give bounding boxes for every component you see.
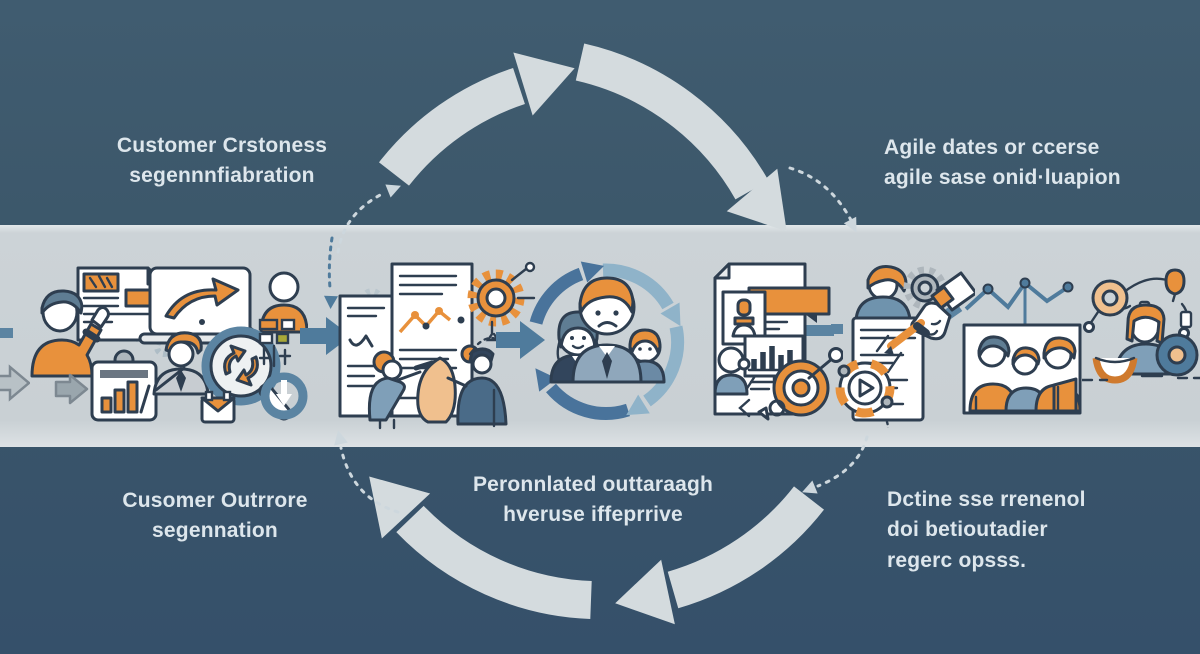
- idea-sack-icon: [416, 356, 457, 424]
- steel-arrow-right-icon: [496, 321, 545, 359]
- steel-donut-icon: [1155, 333, 1199, 377]
- sliders-icon: [258, 318, 296, 368]
- node-dot: [1083, 321, 1095, 333]
- label-line: regerc opsss.: [887, 548, 1027, 572]
- customer-report-target-icon: [713, 262, 843, 421]
- strategy-documents-icon: [300, 261, 545, 430]
- label-bottom-center: Peronnlated outtaraagh hveruse iffeprriv…: [443, 470, 743, 531]
- cycle-arrowhead-bottom: [615, 559, 675, 625]
- target-icon: [768, 347, 843, 417]
- label-top-right: Agile dates or ccerse agile sase onid·lu…: [884, 133, 1121, 194]
- inner-cycle-arrowheads: [535, 261, 681, 416]
- label-top-left: Customer Crstoness segennnfiabration: [72, 131, 372, 192]
- person-icon: [30, 289, 110, 378]
- cycle-arc-top-left: [379, 67, 526, 186]
- balloon-icon: [1164, 268, 1186, 303]
- label-line: doi betioutadier: [887, 518, 1048, 542]
- gear-icon: [467, 261, 536, 342]
- steel-dash: [831, 324, 843, 334]
- circular-arrow-icon: [260, 372, 308, 420]
- label-line: segennation: [152, 519, 278, 543]
- label-line: segennnfiabration: [129, 164, 315, 188]
- customer-presenter-icon: [30, 266, 166, 422]
- signer-person-icon: [854, 265, 912, 322]
- dashed-arrowhead-icon: [385, 184, 401, 198]
- gauge-play-icon: [835, 358, 895, 418]
- bar-chart-clipboard-icon: [90, 349, 158, 422]
- label-line: Peronnlated outtaraagh: [472, 473, 714, 496]
- ground-dashes: [1082, 374, 1200, 382]
- card-icon: [1179, 310, 1193, 329]
- steel-arrow-right-icon: [300, 317, 351, 355]
- label-line: agile sase onid·luapion: [884, 166, 1121, 190]
- cycle-arrowhead-top: [513, 52, 575, 116]
- cycle-arrowhead-left: [369, 476, 431, 539]
- arrow-right-icon: [0, 364, 30, 402]
- dashed-arc-bottom-left: [339, 446, 400, 514]
- label-line: Agile dates or ccerse: [884, 136, 1100, 159]
- signing-hand-icon: [884, 271, 975, 355]
- dashed-arc-top-right: [788, 166, 854, 224]
- analyst-woman-icon: [367, 350, 435, 430]
- label-line: hveruse iffeprrive: [503, 503, 683, 527]
- arrow-right-icon: [54, 373, 89, 405]
- cycle-arc-top-right: [575, 43, 769, 200]
- father-icon: [571, 276, 643, 384]
- group-person-icon: [1034, 336, 1082, 413]
- line-chart-icon: [964, 277, 1074, 325]
- customer-network-icon: [1082, 268, 1200, 384]
- label-line: Cusomer Outrrore: [122, 489, 308, 512]
- avatar-icon: [713, 346, 751, 396]
- group-person-icon: [968, 335, 1018, 413]
- dashed-arrowhead-icon: [802, 480, 818, 494]
- contract-signing-icon: [835, 265, 975, 428]
- label-bottom-left: Cusomer Outrrore segennation: [85, 486, 345, 547]
- label-line: Customer Crstoness: [116, 134, 328, 157]
- cycle-arc-bottom-left: [396, 505, 592, 619]
- research-magnifier-icon: [138, 266, 308, 424]
- planner-man-icon: [446, 347, 508, 428]
- donut-icon: [1091, 279, 1129, 317]
- audience-chart-icon: [962, 277, 1082, 415]
- label-bottom-right: Dctine sse rrenenol doi betioutadier reg…: [887, 485, 1086, 576]
- inner-cycle-arrows: [529, 263, 685, 420]
- bowl-icon: [1092, 356, 1138, 384]
- bag-icon: [200, 390, 236, 424]
- magnifier-icon: [201, 326, 292, 421]
- label-line: Dctine sse rrenenol: [887, 488, 1086, 511]
- family-cycle-icon: [529, 261, 685, 420]
